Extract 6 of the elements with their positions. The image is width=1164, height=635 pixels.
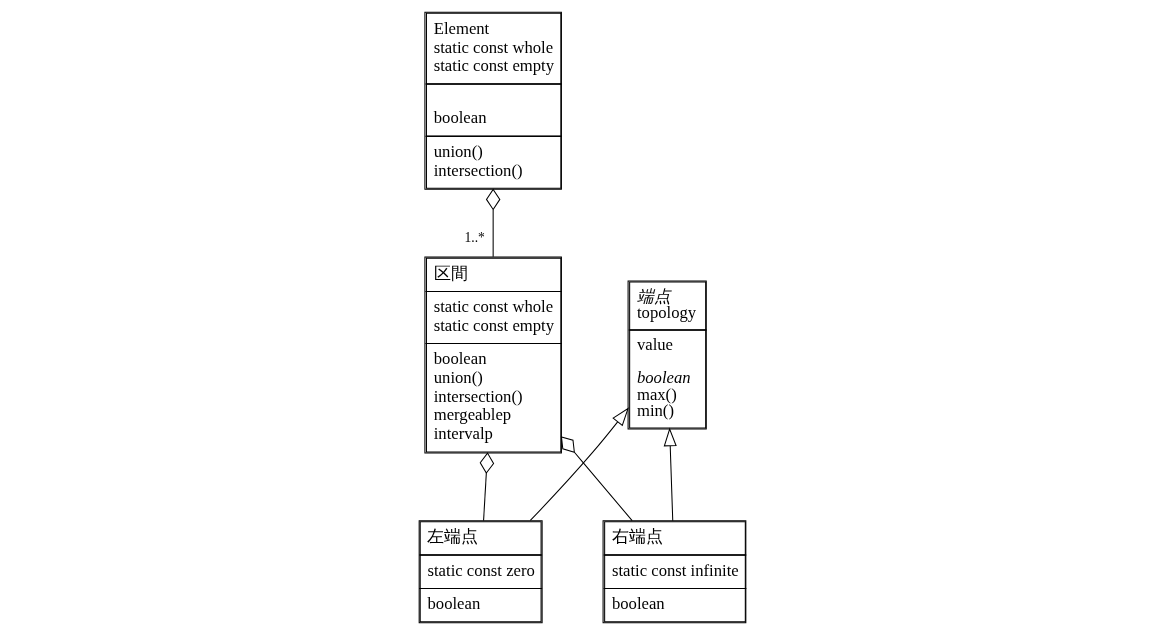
arrow [663,427,677,522]
edge-label: 1..* [464,229,485,245]
connector [479,452,494,522]
arrow [529,407,629,521]
connector [560,436,633,522]
connector [485,188,500,258]
